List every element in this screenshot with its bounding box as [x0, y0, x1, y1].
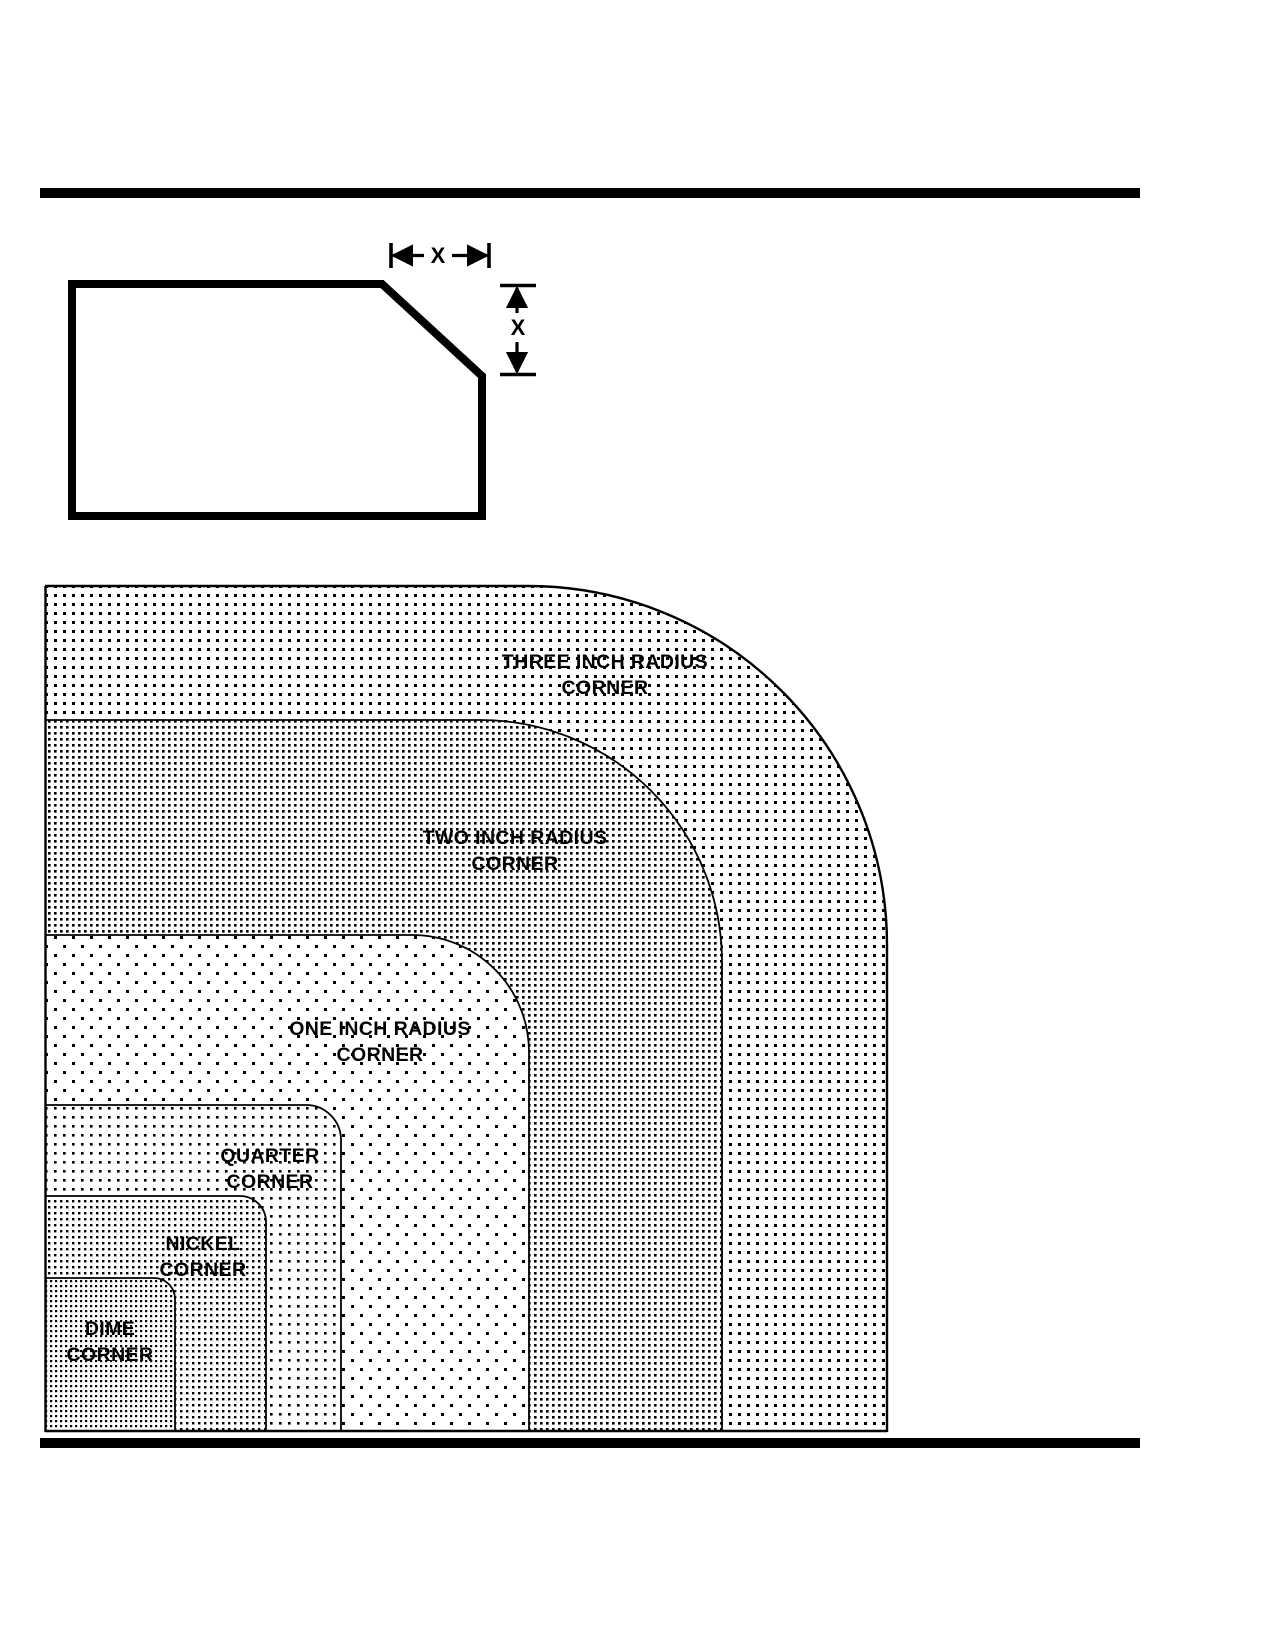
chamfer-corner-detail: X X [68, 243, 536, 520]
zone-label-line1: NICKEL [166, 1233, 241, 1255]
top-horizontal-rule [40, 188, 1140, 198]
zone-label-line2: CORNER [562, 677, 649, 699]
zone-label-line1: THREE INCH RADIUS [502, 651, 708, 673]
zone-edge-three-inch-radius-corner [45, 584, 889, 1432]
zone-edge-nickel-corner [45, 1195, 267, 1432]
vertical-x-dimension: X [500, 283, 536, 377]
chamfer-outline [68, 280, 486, 520]
zone-label-line2: CORNER [337, 1044, 424, 1066]
zone-label-line1: TWO INCH RADIUS [423, 827, 608, 849]
zone-label-nickel-corner: NICKEL CORNER [160, 1233, 247, 1281]
vertical-x-label: X [511, 315, 526, 340]
zone-label-one-inch-radius-corner: ONE INCH RADIUS CORNER [289, 1018, 471, 1066]
horizontal-x-label: X [431, 243, 446, 268]
horizontal-x-dimension: X [389, 243, 491, 268]
zone-label-line2: CORNER [472, 853, 559, 875]
zone-label-line1: ONE INCH RADIUS [289, 1018, 471, 1040]
zone-label-line2: CORNER [227, 1171, 314, 1193]
zone-edge-one-inch-radius-corner [45, 934, 530, 1432]
bottom-horizontal-rule [40, 1438, 1140, 1448]
zone-label-dime-corner: DIME CORNER [67, 1318, 154, 1366]
zone-label-three-inch-radius-corner: THREE INCH RADIUS CORNER [502, 651, 708, 699]
zone-label-line2: CORNER [160, 1259, 247, 1281]
zone-edge-dime-corner [45, 1277, 176, 1432]
corner-radius-comparison: THREE INCH RADIUS CORNER TWO INCH RADIUS… [44, 584, 889, 1433]
zone-fill-dime-corner [45, 1278, 175, 1432]
zone-label-line1: DIME [85, 1318, 135, 1340]
zone-label-line2: CORNER [67, 1344, 154, 1366]
zone-edge-quarter-corner [45, 1104, 342, 1432]
zone-label-two-inch-radius-corner: TWO INCH RADIUS CORNER [423, 827, 608, 875]
zone-label-quarter-corner: QUARTER CORNER [220, 1145, 319, 1193]
zone-edge-two-inch-radius-corner [45, 719, 723, 1432]
zone-label-line1: QUARTER [220, 1145, 319, 1167]
